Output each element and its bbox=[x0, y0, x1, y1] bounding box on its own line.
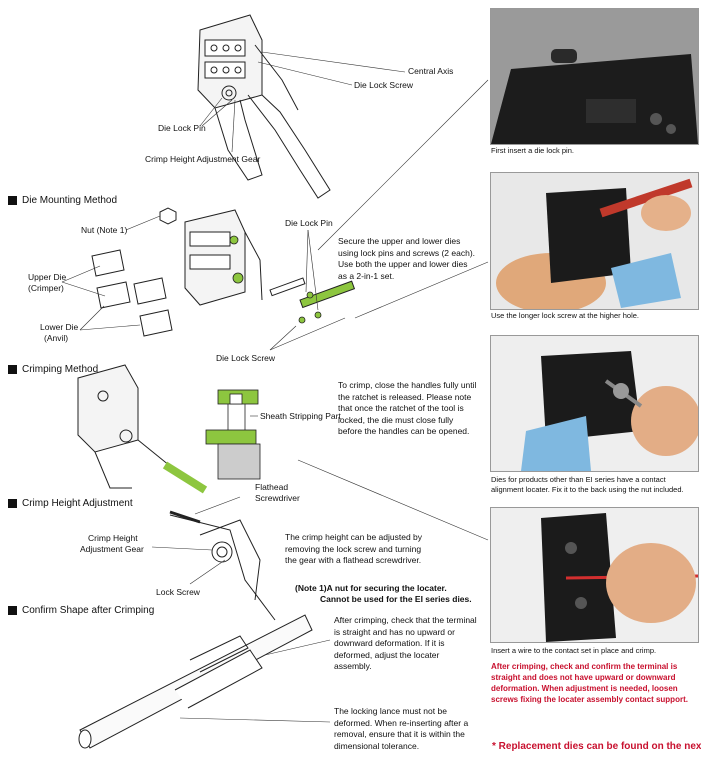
die-mounting-text: Secure the upper and lower dies using lo… bbox=[338, 236, 476, 282]
flathead-label: Flathead bbox=[255, 482, 288, 493]
section-title: Crimp Height Adjustment bbox=[22, 498, 133, 509]
photo1-caption: First insert a die lock pin. bbox=[491, 146, 699, 156]
section-confirm-heading: Confirm Shape after Crimping bbox=[8, 605, 154, 616]
section-square-icon bbox=[8, 196, 17, 205]
note1-line2: Cannot be used for the EI series dies. bbox=[320, 594, 472, 605]
crimp-height-gear-label: Crimp Height bbox=[88, 533, 138, 544]
upper-die-sub-label: (Crimper) bbox=[28, 283, 64, 294]
crimping-text: To crimp, close the handles fully until … bbox=[338, 380, 478, 438]
lock-screw-label: Lock Screw bbox=[156, 587, 200, 598]
section-crimping-heading: Crimping Method bbox=[8, 364, 98, 375]
nut-label: Nut (Note 1) bbox=[81, 225, 127, 236]
crimp-height-gear-label-top: Crimp Height Adjustment Gear bbox=[145, 154, 260, 165]
photo2-caption: Use the longer lock screw at the higher … bbox=[491, 311, 699, 321]
die-lock-pin-label: Die Lock Pin bbox=[285, 218, 333, 229]
note1-line1: (Note 1)A nut for securing the locater. bbox=[295, 583, 447, 594]
photo-lock-screw bbox=[490, 172, 699, 310]
section-die-mounting-heading: Die Mounting Method bbox=[8, 195, 117, 206]
confirm-text-1: After crimping, check that the terminal … bbox=[334, 615, 479, 673]
section-square-icon bbox=[8, 606, 17, 615]
die-lock-pin-label-top: Die Lock Pin bbox=[158, 123, 206, 134]
screwdriver-label: Screwdriver bbox=[255, 493, 300, 504]
section-square-icon bbox=[8, 365, 17, 374]
section-crimp-height-heading: Crimp Height Adjustment bbox=[8, 498, 133, 509]
section-title: Confirm Shape after Crimping bbox=[22, 605, 154, 616]
section-title: Die Mounting Method bbox=[22, 195, 117, 206]
crimp-height-gear-sub-label: Adjustment Gear bbox=[80, 544, 144, 555]
sheath-stripping-label: Sheath Stripping Part bbox=[260, 411, 341, 422]
photo-insert-wire bbox=[490, 507, 699, 643]
confirm-text-2: The locking lance must not be deformed. … bbox=[334, 706, 479, 752]
footer-note: * Replacement dies can be found on the n… bbox=[492, 741, 701, 752]
crimp-height-text: The crimp height can be adjusted by remo… bbox=[285, 532, 425, 567]
photo-die-lock-pin bbox=[490, 8, 699, 145]
die-lock-screw-label: Die Lock Screw bbox=[216, 353, 275, 364]
lower-die-sub-label: (Anvil) bbox=[44, 333, 68, 344]
photo3-caption: Dies for products other than EI series h… bbox=[491, 475, 699, 495]
photo-locater-nut bbox=[490, 335, 699, 472]
red-note: After crimping, check and confirm the te… bbox=[491, 661, 699, 705]
upper-die-label: Upper Die bbox=[28, 272, 66, 283]
photo4-caption: Insert a wire to the contact set in plac… bbox=[491, 646, 699, 656]
central-axis-label: Central Axis bbox=[408, 66, 453, 77]
lower-die-label: Lower Die bbox=[40, 322, 78, 333]
section-title: Crimping Method bbox=[22, 364, 98, 375]
die-lock-screw-label-top: Die Lock Screw bbox=[354, 80, 413, 91]
section-square-icon bbox=[8, 499, 17, 508]
